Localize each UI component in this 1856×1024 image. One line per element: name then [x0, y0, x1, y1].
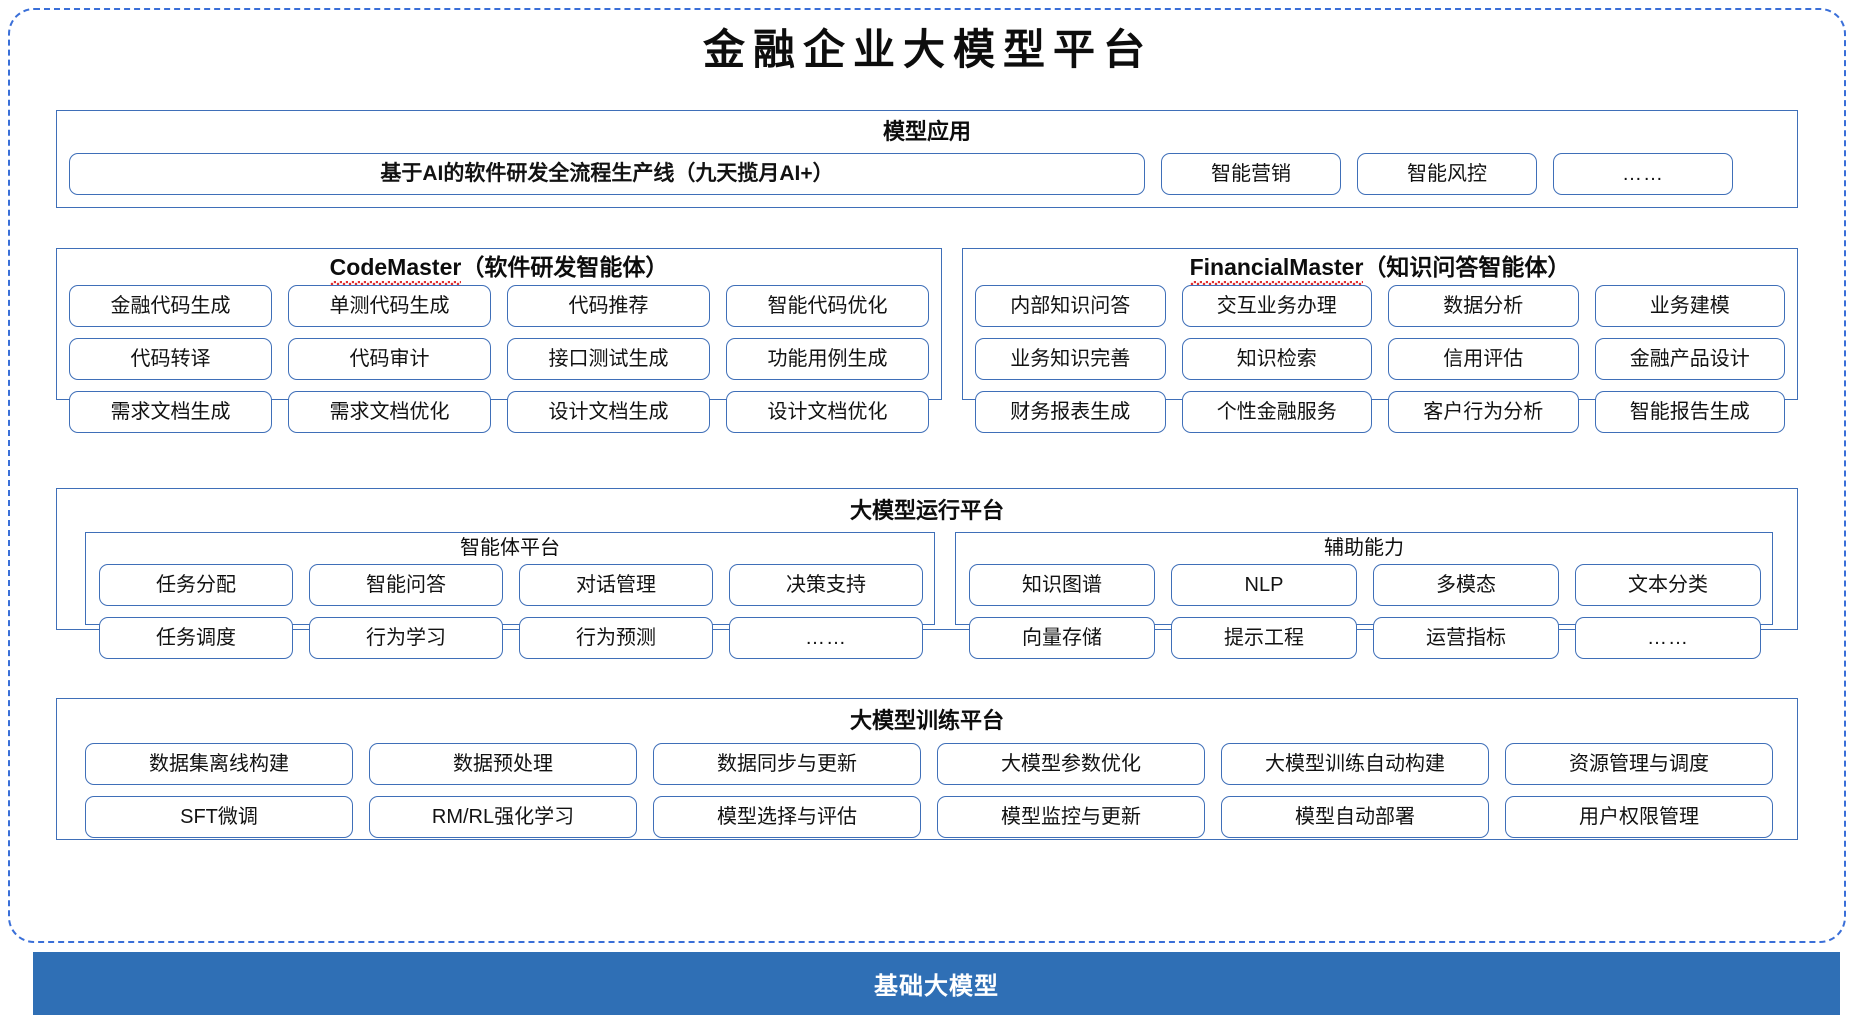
chip-aux-5[interactable]: 提示工程: [1171, 617, 1357, 659]
chip-code-6[interactable]: 接口测试生成: [507, 338, 710, 380]
chip-train-6[interactable]: SFT微调: [85, 796, 353, 838]
section-title-code-master: CodeMaster（软件研发智能体）: [57, 252, 941, 285]
chip-aux-0[interactable]: 知识图谱: [969, 564, 1155, 606]
app-chip-risk-control[interactable]: 智能风控: [1357, 153, 1537, 195]
chip-fin-4[interactable]: 业务知识完善: [975, 338, 1166, 380]
chip-code-11[interactable]: 设计文档优化: [726, 391, 929, 433]
chip-agent-3[interactable]: 决策支持: [729, 564, 923, 606]
chip-fin-3[interactable]: 业务建模: [1594, 285, 1785, 327]
chip-train-8[interactable]: 模型选择与评估: [653, 796, 921, 838]
chip-code-7[interactable]: 功能用例生成: [726, 338, 929, 380]
chip-aux-1[interactable]: NLP: [1171, 564, 1357, 606]
app-chip-more[interactable]: ……: [1553, 153, 1733, 195]
chip-aux-7[interactable]: ……: [1575, 617, 1761, 659]
auxiliary-capability-chip-grid: 知识图谱 NLP 多模态 文本分类 向量存储 提示工程 运营指标 ……: [969, 564, 1761, 659]
chip-code-2[interactable]: 代码推荐: [507, 285, 710, 327]
section-runtime-platform: 大模型运行平台 智能体平台 任务分配 智能问答 对话管理 决策支持 任务调度 行…: [56, 488, 1798, 659]
subsection-agent-platform: 智能体平台 任务分配 智能问答 对话管理 决策支持 任务调度 行为学习 行为预测…: [85, 532, 935, 659]
code-master-chip-grid: 金融代码生成 单测代码生成 代码推荐 智能代码优化 代码转译 代码审计 接口测试…: [69, 285, 929, 433]
code-master-subtitle: （软件研发智能体）: [461, 254, 669, 280]
subsection-title-auxiliary-capability: 辅助能力: [1324, 537, 1404, 559]
chip-agent-1[interactable]: 智能问答: [309, 564, 503, 606]
app-banner-chip[interactable]: 基于AI的软件研发全流程生产线（九天揽月AI+）: [69, 153, 1145, 195]
chip-fin-7[interactable]: 金融产品设计: [1594, 338, 1785, 380]
section-model-application: 模型应用 基于AI的软件研发全流程生产线（九天揽月AI+） 智能营销 智能风控 …: [56, 110, 1798, 208]
chip-fin-2[interactable]: 数据分析: [1388, 285, 1579, 327]
section-title-financial-master: FinancialMaster（知识问答智能体）: [963, 252, 1797, 285]
chip-fin-0[interactable]: 内部知识问答: [975, 285, 1166, 327]
chip-train-2[interactable]: 数据同步与更新: [653, 743, 921, 785]
code-master-name: CodeMaster: [329, 254, 462, 285]
agent-platform-chip-grid: 任务分配 智能问答 对话管理 决策支持 任务调度 行为学习 行为预测 ……: [99, 564, 923, 659]
chip-fin-6[interactable]: 信用评估: [1388, 338, 1579, 380]
base-model-bar: 基础大模型: [33, 952, 1840, 1015]
chip-agent-5[interactable]: 行为学习: [309, 617, 503, 659]
chip-train-11[interactable]: 用户权限管理: [1505, 796, 1773, 838]
chip-fin-11[interactable]: 智能报告生成: [1594, 391, 1785, 433]
chip-train-1[interactable]: 数据预处理: [369, 743, 637, 785]
financial-master-chip-grid: 内部知识问答 交互业务办理 数据分析 业务建模 业务知识完善 知识检索 信用评估…: [975, 285, 1785, 433]
chip-fin-8[interactable]: 财务报表生成: [975, 391, 1166, 433]
chip-fin-9[interactable]: 个性金融服务: [1181, 391, 1372, 433]
chip-code-8[interactable]: 需求文档生成: [69, 391, 272, 433]
app-chip-marketing[interactable]: 智能营销: [1161, 153, 1341, 195]
section-code-master: CodeMaster（软件研发智能体） 金融代码生成 单测代码生成 代码推荐 智…: [56, 248, 942, 433]
chip-fin-5[interactable]: 知识检索: [1181, 338, 1372, 380]
financial-master-name: FinancialMaster: [1189, 254, 1364, 285]
financial-master-subtitle: （知识问答智能体）: [1363, 254, 1571, 280]
chip-aux-2[interactable]: 多模态: [1373, 564, 1559, 606]
chip-agent-4[interactable]: 任务调度: [99, 617, 293, 659]
section-title-runtime-platform: 大模型运行平台: [849, 498, 1004, 523]
subsection-title-agent-platform: 智能体平台: [460, 537, 560, 559]
chip-train-5[interactable]: 资源管理与调度: [1505, 743, 1773, 785]
section-training-platform: 大模型训练平台 数据集离线构建 数据预处理 数据同步与更新 大模型参数优化 大模…: [56, 698, 1798, 840]
chip-fin-1[interactable]: 交互业务办理: [1181, 285, 1372, 327]
chip-agent-0[interactable]: 任务分配: [99, 564, 293, 606]
subsection-auxiliary-capability: 辅助能力 知识图谱 NLP 多模态 文本分类 向量存储 提示工程 运营指标 ……: [955, 532, 1773, 659]
chip-train-3[interactable]: 大模型参数优化: [937, 743, 1205, 785]
training-platform-chip-grid: 数据集离线构建 数据预处理 数据同步与更新 大模型参数优化 大模型训练自动构建 …: [85, 743, 1773, 838]
chip-aux-6[interactable]: 运营指标: [1373, 617, 1559, 659]
chip-aux-3[interactable]: 文本分类: [1575, 564, 1761, 606]
chip-code-0[interactable]: 金融代码生成: [69, 285, 272, 327]
chip-train-0[interactable]: 数据集离线构建: [85, 743, 353, 785]
chip-fin-10[interactable]: 客户行为分析: [1388, 391, 1579, 433]
section-title-training-platform: 大模型训练平台: [849, 708, 1004, 733]
base-model-label: 基础大模型: [874, 973, 999, 1000]
chip-agent-7[interactable]: ……: [729, 617, 923, 659]
chip-train-9[interactable]: 模型监控与更新: [937, 796, 1205, 838]
section-financial-master: FinancialMaster（知识问答智能体） 内部知识问答 交互业务办理 数…: [962, 248, 1798, 433]
chip-code-4[interactable]: 代码转译: [69, 338, 272, 380]
chip-code-9[interactable]: 需求文档优化: [288, 391, 491, 433]
chip-aux-4[interactable]: 向量存储: [969, 617, 1155, 659]
chip-agent-2[interactable]: 对话管理: [519, 564, 713, 606]
chip-train-4[interactable]: 大模型训练自动构建: [1221, 743, 1489, 785]
page-title: 金融企业大模型平台: [702, 25, 1153, 74]
section-title-model-application: 模型应用: [882, 119, 971, 144]
chip-train-7[interactable]: RM/RL强化学习: [369, 796, 637, 838]
chip-code-1[interactable]: 单测代码生成: [288, 285, 491, 327]
chip-code-3[interactable]: 智能代码优化: [726, 285, 929, 327]
chip-code-10[interactable]: 设计文档生成: [507, 391, 710, 433]
chip-agent-6[interactable]: 行为预测: [519, 617, 713, 659]
chip-train-10[interactable]: 模型自动部署: [1221, 796, 1489, 838]
chip-code-5[interactable]: 代码审计: [288, 338, 491, 380]
model-application-row: 基于AI的软件研发全流程生产线（九天揽月AI+） 智能营销 智能风控 ……: [69, 153, 1787, 195]
